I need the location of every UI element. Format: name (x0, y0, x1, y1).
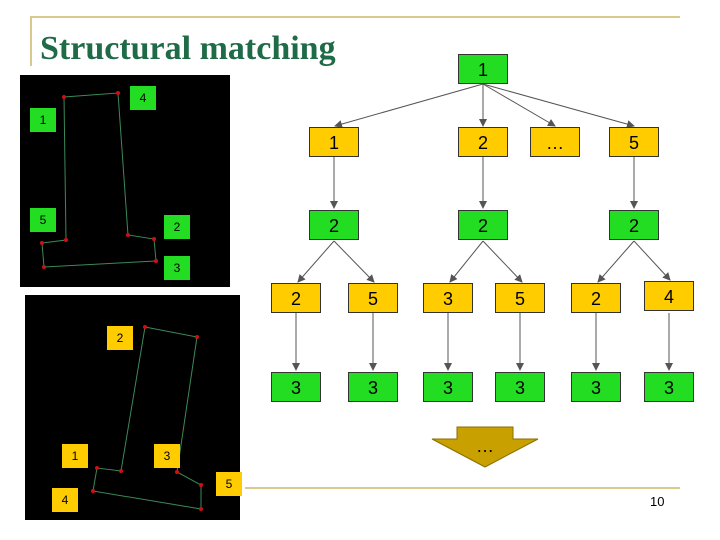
shape-outline-top (40, 91, 158, 269)
tree-leaf-node: 3 (495, 372, 545, 402)
tree-level3-node: 5 (348, 283, 398, 313)
tree-level1-node: 1 (309, 127, 359, 157)
page-number: 10 (650, 494, 665, 509)
vertex-label-bottom-2: 2 (107, 326, 133, 350)
tree-level1-node: 2 (458, 127, 508, 157)
vertex-label-top-5: 5 (30, 208, 56, 232)
tree-level3-node: 2 (571, 283, 621, 313)
vertex-label-top-2: 2 (164, 215, 190, 239)
top-rule (30, 16, 680, 18)
tree-leaf-node: 3 (271, 372, 321, 402)
tree-level3-node: 5 (495, 283, 545, 313)
tree-level3-node: 4 (644, 281, 694, 311)
tree-leaf-node: 3 (348, 372, 398, 402)
vertex-label-bottom-4: 4 (52, 488, 78, 512)
slide-title: Structural matching (40, 30, 336, 67)
tree-level2-node: 2 (309, 210, 359, 240)
tree-level1-node: 5 (609, 127, 659, 157)
vertex-label-top-4: 4 (130, 86, 156, 110)
continuation-label: … (476, 436, 494, 456)
left-rule (30, 16, 32, 66)
tree-root-node: 1 (458, 54, 508, 84)
tree-level3-node: 2 (271, 283, 321, 313)
vertex-label-top-1: 1 (30, 108, 56, 132)
vertex-label-bottom-3: 3 (154, 444, 180, 468)
tree-leaf-node: 3 (571, 372, 621, 402)
tree-leaf-node: 3 (423, 372, 473, 402)
continuation-arrow-icon (431, 426, 539, 468)
vertex-label-bottom-5: 5 (216, 472, 242, 496)
tree-level2-node: 2 (458, 210, 508, 240)
vertex-label-bottom-1: 1 (62, 444, 88, 468)
bottom-rule (245, 487, 680, 489)
tree-level2-node: 2 (609, 210, 659, 240)
tree-leaf-node: 3 (644, 372, 694, 402)
tree-level3-node: 3 (423, 283, 473, 313)
tree-level1-node: … (530, 127, 580, 157)
shape-outline-bottom (91, 325, 203, 511)
vertex-label-top-3: 3 (164, 256, 190, 280)
